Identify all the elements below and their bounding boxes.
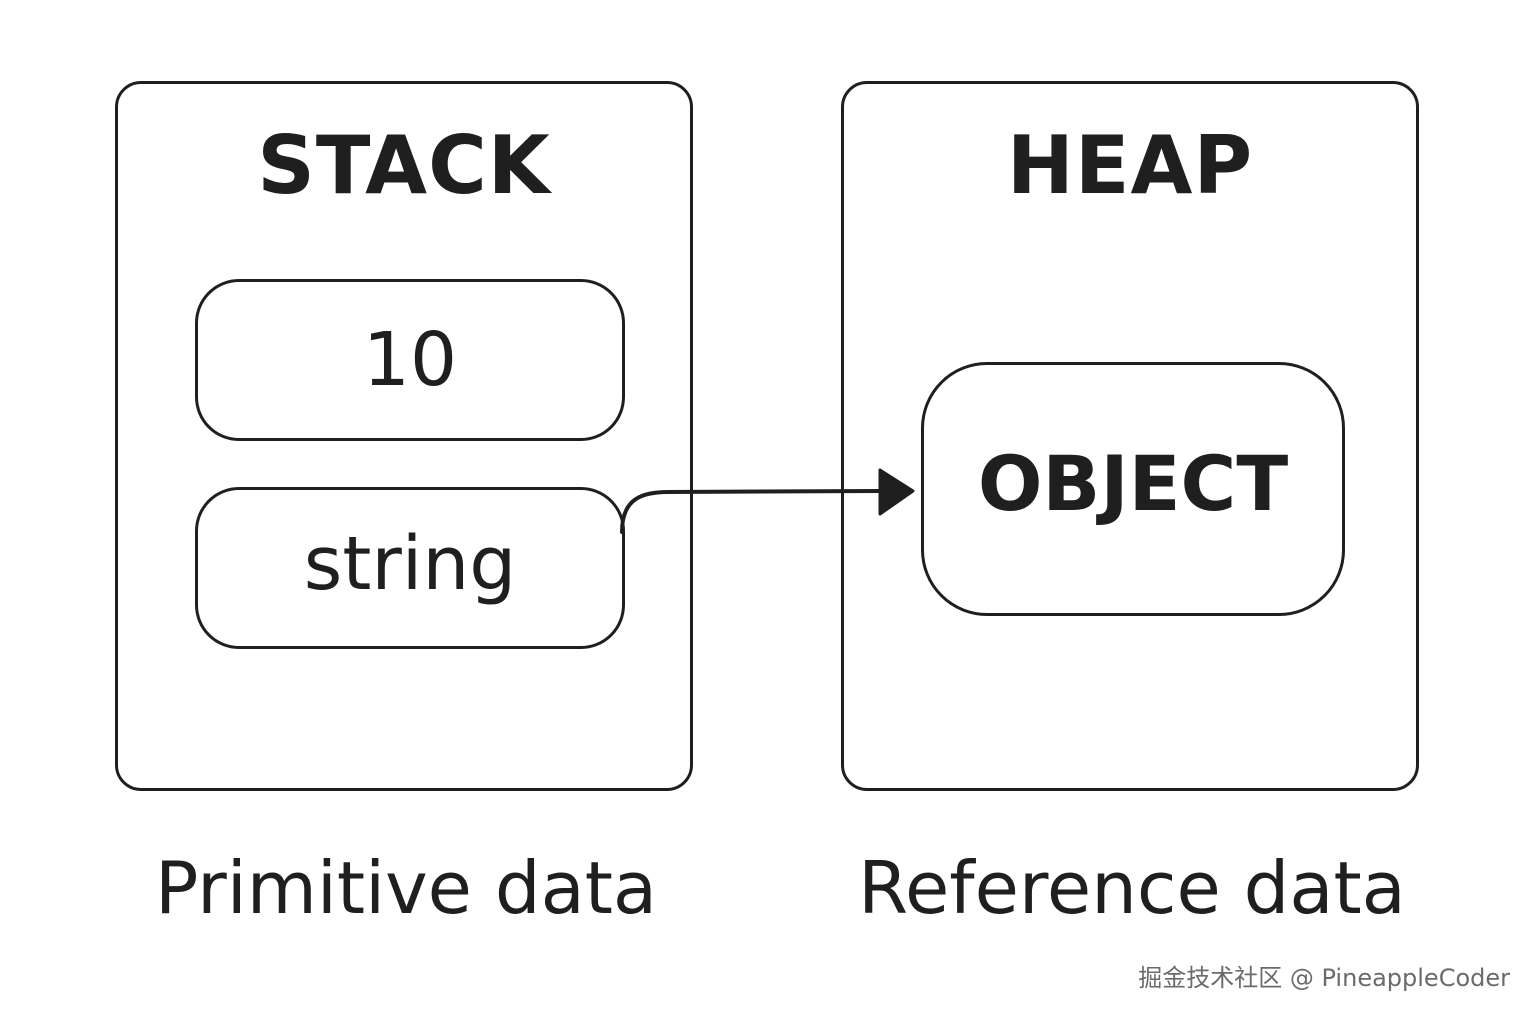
- stack-string-cell: string: [195, 487, 625, 649]
- heap-caption: Reference data: [858, 846, 1406, 930]
- heap-title: HEAP: [1006, 119, 1254, 212]
- heap-panel: HEAP OBJECT: [841, 81, 1419, 791]
- stack-number-cell: 10: [195, 279, 625, 441]
- stack-caption: Primitive data: [154, 846, 658, 930]
- stack-panel: STACK 10 string: [115, 81, 693, 791]
- stack-title: STACK: [257, 119, 551, 212]
- heap-object-cell: OBJECT: [921, 362, 1345, 616]
- watermark-text: 掘金技术社区 @ PineappleCoder: [1138, 964, 1510, 992]
